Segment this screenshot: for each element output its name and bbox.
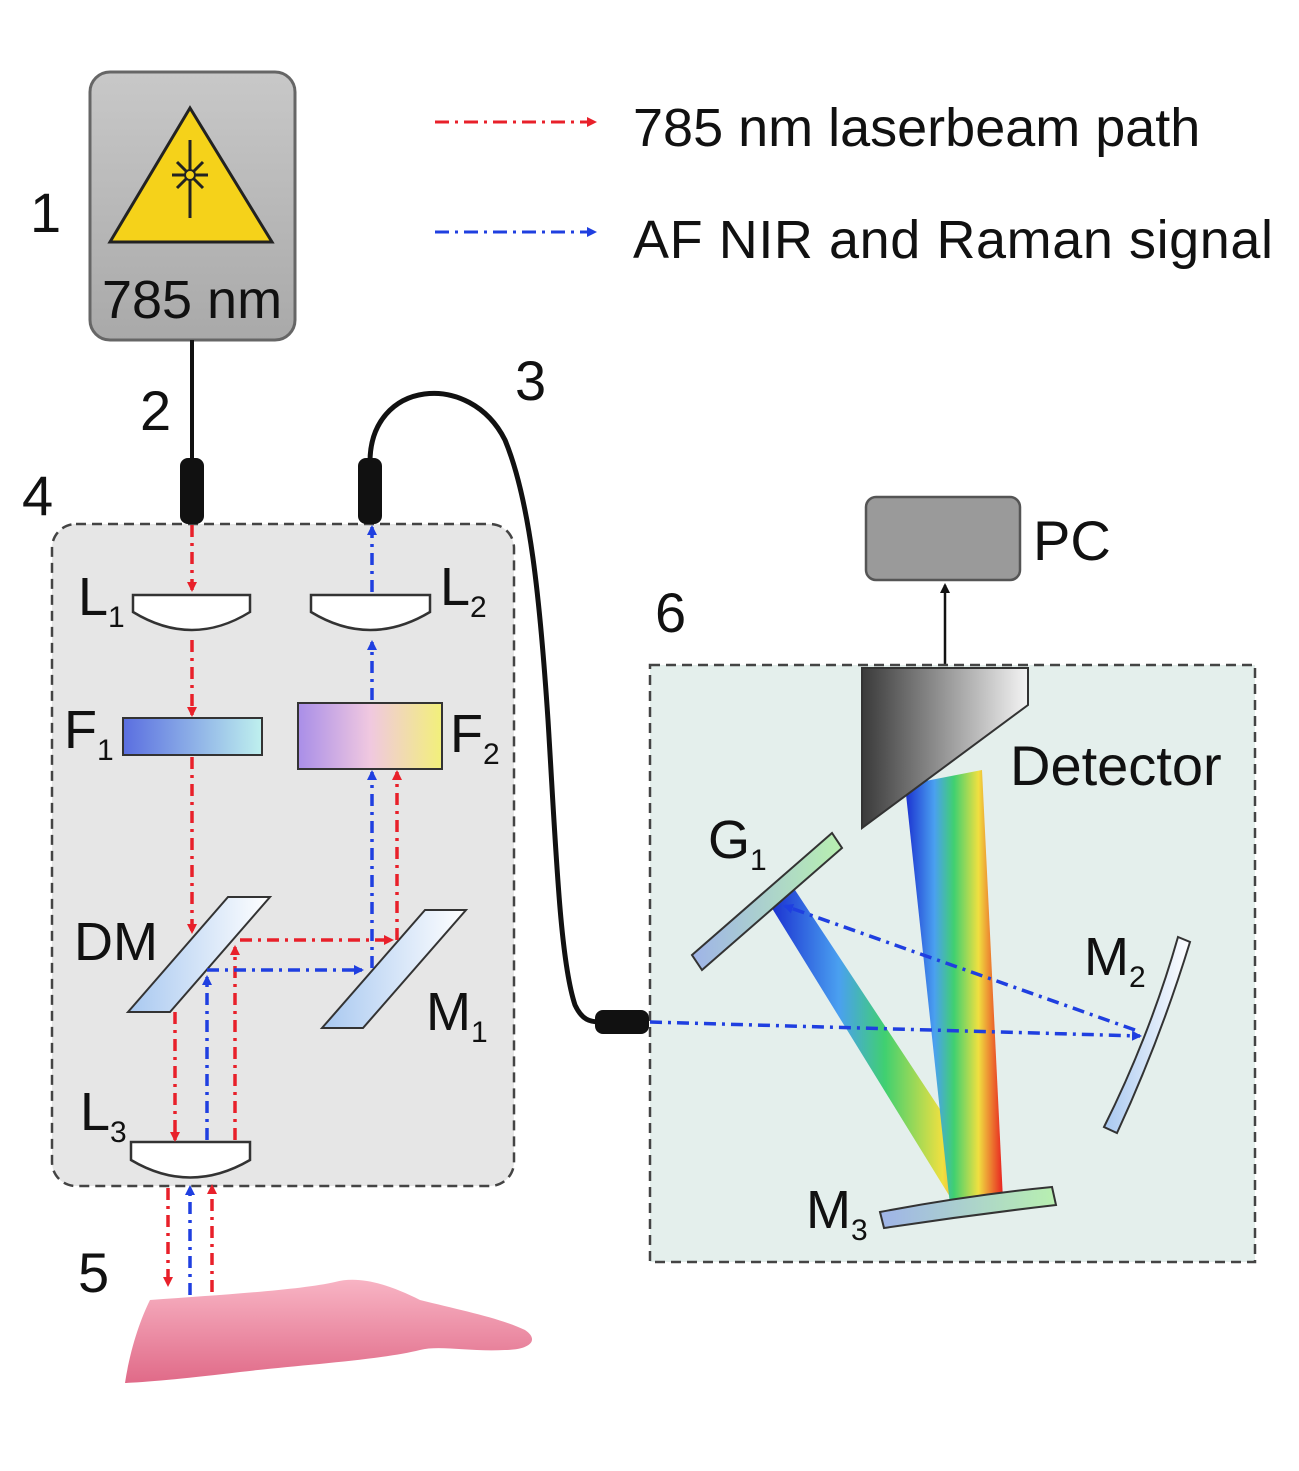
spectrometer: Detector G1 M2 M3 <box>595 663 1257 1264</box>
hand-sample <box>125 1279 533 1383</box>
legend: 785 nm laserbeam path AF NIR and Raman s… <box>435 98 1273 270</box>
label-PC: PC <box>1033 509 1111 572</box>
dichroic-mirror-DM <box>125 896 273 1013</box>
legend-laser-label: 785 nm laserbeam path <box>633 98 1200 158</box>
label-M1: M1 <box>426 982 488 1049</box>
collection-fiber <box>367 390 601 1025</box>
fiber-connector-out <box>358 458 382 524</box>
fiber-connector-in <box>180 458 204 524</box>
spectrometer-fiber-connector <box>595 1010 649 1034</box>
laser-warning-icon <box>107 105 275 244</box>
grating-G1 <box>690 831 844 972</box>
label-L1: L1 <box>78 567 125 634</box>
filter-F1 <box>122 717 263 756</box>
lens-L3 <box>129 1140 252 1179</box>
label-F1: F1 <box>64 700 114 767</box>
label-G1: G1 <box>708 810 767 877</box>
laser-wavelength-label: 785 nm <box>102 270 282 330</box>
dispersed-beam-to-detector <box>905 770 1003 1205</box>
signal-beam-path <box>185 525 377 1295</box>
label-3: 3 <box>515 349 546 412</box>
label-4: 4 <box>22 464 53 527</box>
mirror-M1 <box>319 909 469 1029</box>
label-M2: M2 <box>1084 927 1146 994</box>
label-F2: F2 <box>450 704 500 771</box>
label-L3: L3 <box>80 1082 127 1149</box>
label-2: 2 <box>140 379 171 442</box>
lens-L1 <box>131 593 252 632</box>
laser-beam-path <box>163 525 402 1292</box>
probe-head: L1 L2 L3 F1 F2 DM M1 <box>50 458 516 1295</box>
signal-path-spectrometer <box>649 903 1142 1041</box>
filter-F2 <box>297 702 443 770</box>
pc-box <box>864 495 1022 582</box>
label-DM: DM <box>74 912 158 972</box>
legend-signal-label: AF NIR and Raman signal <box>633 210 1273 270</box>
label-detector: Detector <box>1010 734 1222 797</box>
label-5: 5 <box>78 1241 109 1304</box>
label-L2: L2 <box>440 557 487 624</box>
label-M3: M3 <box>806 1180 868 1247</box>
laser-source: 785 nm <box>88 70 297 342</box>
label-1: 1 <box>30 181 61 244</box>
label-6: 6 <box>655 581 686 644</box>
detector <box>861 667 1029 830</box>
mirror-M3 <box>878 1185 1058 1230</box>
lens-L2 <box>309 593 432 632</box>
mirror-M2 <box>1102 935 1192 1135</box>
